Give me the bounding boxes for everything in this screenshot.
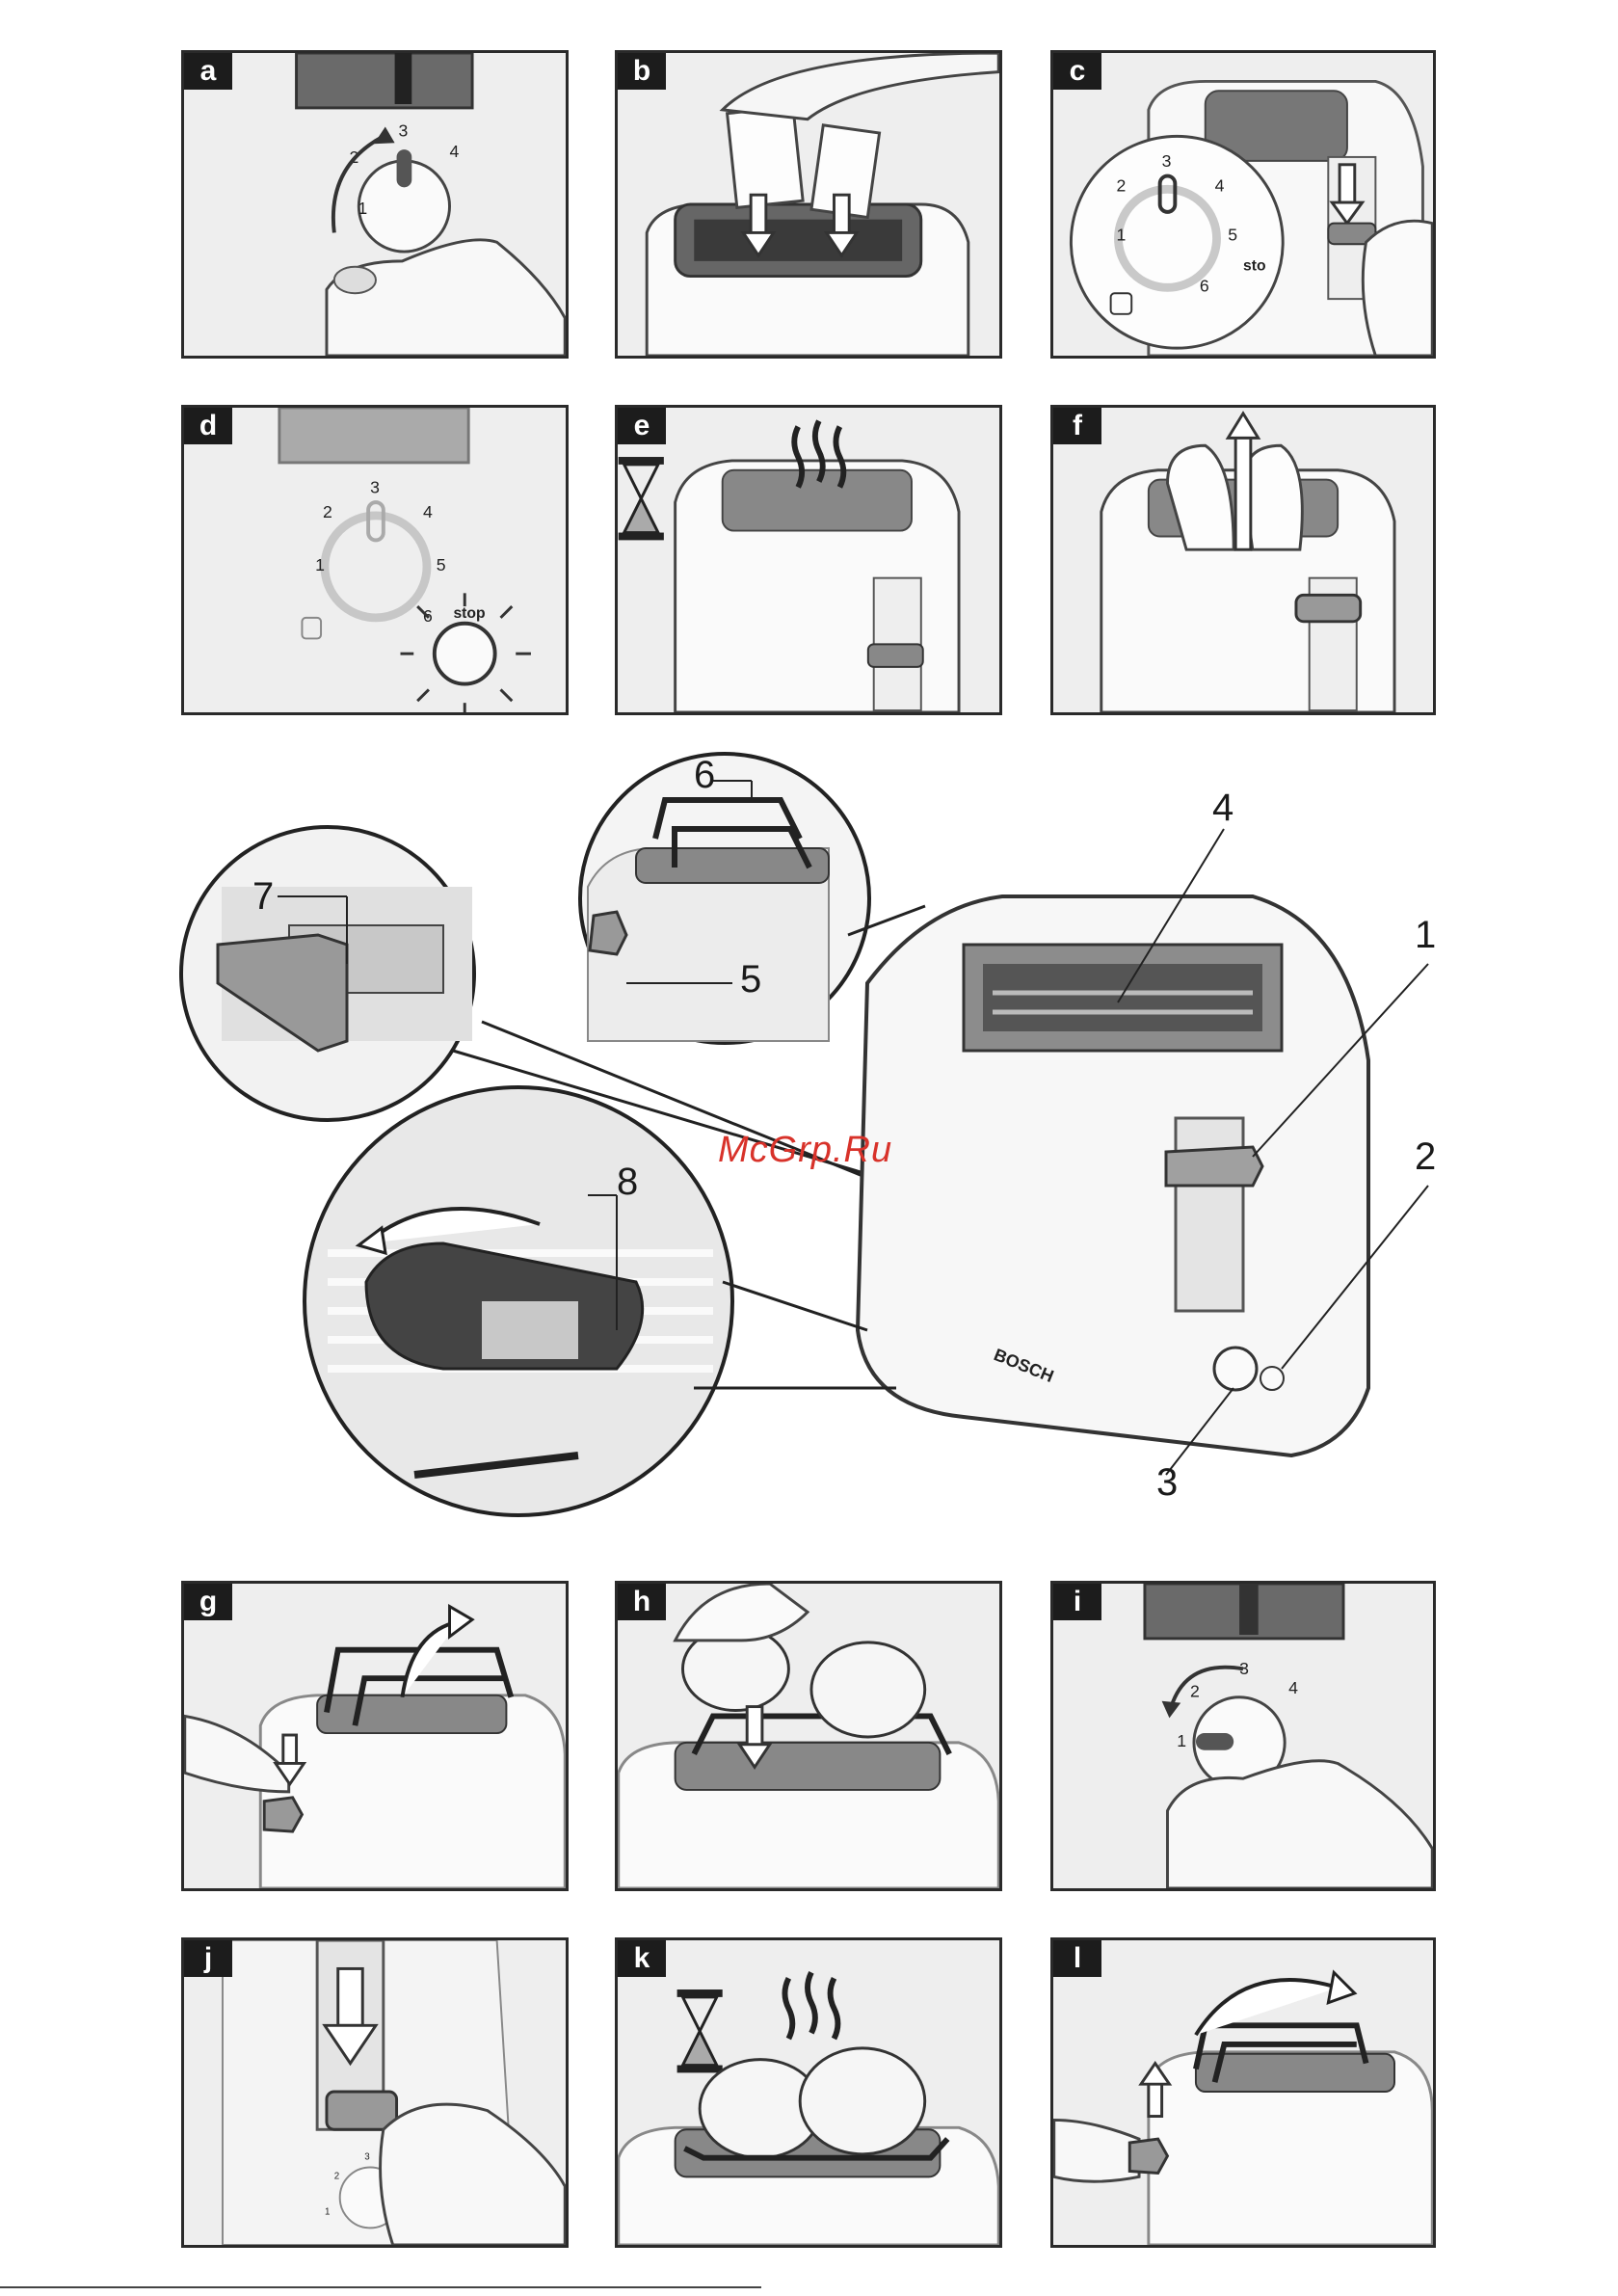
dial-number-3: 3: [364, 2152, 370, 2163]
callout-3: 3: [1156, 1461, 1178, 1505]
panel-a: a 1 2 3 4: [181, 50, 569, 359]
callout-7: 7: [252, 875, 274, 919]
dial-number-5: 5: [437, 555, 446, 574]
panel-i: i 1 2 3 4: [1050, 1581, 1436, 1891]
dial-number-2: 2: [1190, 1682, 1200, 1701]
callout-8: 8: [617, 1161, 638, 1204]
dial-number-4: 4: [1215, 175, 1225, 195]
illustration-b: [618, 53, 999, 356]
watermark: McGrp.Ru: [718, 1130, 892, 1171]
panel-label-g: g: [184, 1584, 232, 1620]
dial-number-1: 1: [325, 2207, 330, 2218]
panel-label-i: i: [1053, 1584, 1101, 1620]
dial-number-4: 4: [1288, 1678, 1298, 1697]
illustration-d: 1 2 3 4 5 6 stop: [184, 408, 566, 712]
panel-d: d 1 2 3 4 5 6 stop: [181, 405, 569, 715]
footer-rule: [0, 2286, 761, 2288]
panel-h: h: [615, 1581, 1002, 1891]
panel-b: b: [615, 50, 1002, 359]
dial-number-1: 1: [315, 555, 325, 574]
panel-j: j 1 2 3 4: [181, 1937, 569, 2248]
stop-label: stop: [453, 605, 485, 622]
dial-number-6: 6: [1200, 276, 1209, 295]
illustration-k: [618, 1940, 999, 2245]
dial-number-2: 2: [323, 502, 332, 521]
illustration-f: [1053, 408, 1433, 712]
illustration-i: 1 2 3 4: [1053, 1584, 1433, 1888]
illustration-h: [618, 1584, 999, 1888]
stop-label: sto: [1243, 258, 1266, 275]
callout-2: 2: [1415, 1135, 1436, 1179]
bread-roll-2: [800, 2048, 925, 2154]
illustration-j: 1 2 3 4: [184, 1940, 566, 2245]
panel-label-c: c: [1053, 53, 1101, 90]
dial-number-1: 1: [1177, 1731, 1186, 1750]
dial-number-5: 5: [1228, 225, 1237, 244]
panel-label-k: k: [618, 1940, 666, 1977]
panel-label-e: e: [618, 408, 666, 444]
browning-dial: [1214, 1348, 1257, 1390]
panel-label-a: a: [184, 53, 232, 90]
dial-number-2: 2: [334, 2171, 339, 2181]
callout-4: 4: [1212, 787, 1233, 830]
dial-number-2: 2: [1117, 175, 1127, 195]
dial-number-4: 4: [450, 142, 460, 161]
illustration-a: 1 2 3 4: [184, 53, 566, 356]
panel-label-j: j: [184, 1940, 232, 1977]
panel-l: l: [1050, 1937, 1436, 2248]
steam-icon: [784, 1972, 837, 2039]
dial-number-3: 3: [1162, 151, 1172, 171]
callout-1: 1: [1415, 914, 1436, 957]
dial-number-3: 3: [399, 120, 409, 140]
stop-button: [1260, 1367, 1284, 1390]
hourglass-icon: [677, 1989, 723, 2072]
panel-g: g: [181, 1581, 569, 1891]
panel-label-h: h: [618, 1584, 666, 1620]
panel-label-d: d: [184, 408, 232, 444]
bread-roll-2: [811, 1642, 925, 1737]
panel-c: c 1 2 3 4 5 6 sto: [1050, 50, 1436, 359]
hourglass-icon: [619, 457, 664, 540]
illustration-c: 1 2 3 4 5 6 sto: [1053, 53, 1433, 356]
illustration-l: [1053, 1940, 1433, 2245]
toast-lever: [1166, 1147, 1262, 1186]
panel-e: e: [615, 405, 1002, 715]
panel-label-b: b: [618, 53, 666, 90]
panel-label-f: f: [1053, 408, 1101, 444]
panel-f: f: [1050, 405, 1436, 715]
dial-number-4: 4: [423, 502, 433, 521]
dial-number-3: 3: [370, 477, 380, 496]
panel-label-l: l: [1053, 1940, 1101, 1977]
dial-number-1: 1: [1117, 225, 1127, 244]
callout-5: 5: [740, 958, 761, 1001]
defrost-icon: [302, 618, 321, 639]
illustration-g: [184, 1584, 566, 1888]
callout-6: 6: [694, 754, 715, 797]
dial-number-1: 1: [358, 199, 367, 218]
panel-k: k: [615, 1937, 1002, 2248]
illustration-e: [618, 408, 999, 712]
